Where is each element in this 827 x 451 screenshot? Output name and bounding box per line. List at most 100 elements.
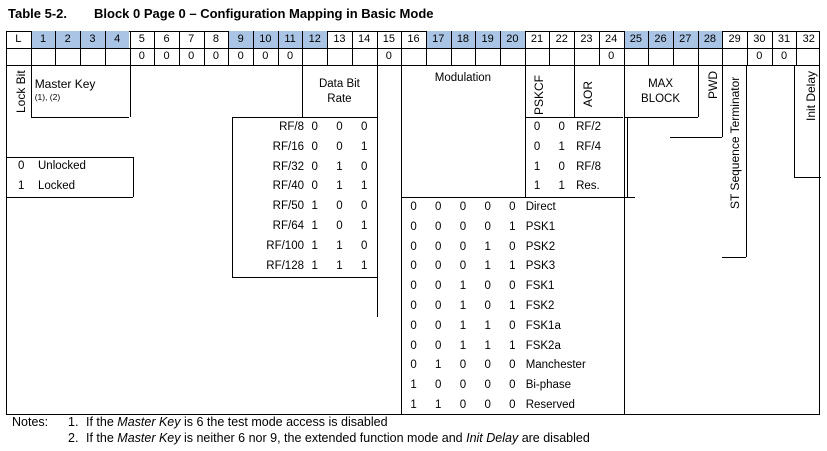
modulation-name: Reserved: [525, 399, 575, 411]
bit-divider: [228, 31, 230, 65]
data-rate-bit: 0: [311, 180, 318, 193]
max-block-label: MAX: [648, 78, 673, 90]
rule: [524, 117, 624, 118]
table-title-text: Block 0 Page 0 – Configuration Mapping i…: [94, 6, 434, 21]
data-rate-bit: 0: [311, 121, 318, 133]
data-rate-bit: 1: [336, 180, 343, 193]
bit-divider: [178, 31, 180, 65]
bit-divider: [623, 31, 625, 65]
data-rate-name: RF/50: [272, 200, 304, 213]
bit-divider: [574, 31, 576, 65]
data-rate-name: RF/64: [272, 220, 304, 232]
master-key-label: Master Key: [34, 77, 96, 91]
modulation-bit: 1: [509, 220, 516, 233]
bit-divider: [154, 31, 156, 65]
modulation-bit: 0: [484, 379, 491, 392]
bit-header-cell: 8: [212, 33, 219, 45]
modulation-bit: 1: [459, 339, 467, 352]
default-value-cell: [624, 48, 649, 65]
data-rate-bit: 0: [336, 121, 343, 133]
modulation-bit: 1: [459, 319, 467, 332]
rule: [129, 65, 131, 117]
modulation-bit: 0: [435, 260, 442, 273]
pwd-label: PWD: [705, 71, 720, 99]
bit-header-cell: L: [15, 33, 22, 45]
default-value-cell: [796, 48, 821, 65]
modulation-bit: 1: [484, 260, 491, 273]
bit-header-cell: 27: [672, 31, 698, 48]
rule: [722, 65, 724, 137]
modulation-bit: 0: [410, 201, 417, 213]
bit-divider: [351, 31, 353, 65]
bit-header-cell: 12: [302, 31, 328, 48]
bit-divider: [80, 31, 82, 65]
bit-header-cell: 17: [425, 31, 451, 48]
master-key-note: (1), (2): [34, 92, 61, 102]
modulation-name: PSK1: [525, 220, 556, 233]
bit-divider: [648, 31, 650, 65]
modulation-bit: 1: [509, 260, 516, 273]
modulation-bit: 1: [410, 379, 417, 392]
rule: [30, 117, 130, 118]
modulation-bit: 0: [435, 319, 442, 332]
data-rate-bit: 0: [360, 200, 368, 213]
bit-header-cell: 19: [475, 31, 500, 48]
modulation-name: FSK1a: [525, 319, 561, 332]
modulation-bit: 0: [435, 300, 442, 312]
note-2-italic-2: Init Delay: [466, 431, 519, 445]
modulation-bit: 0: [484, 201, 491, 213]
default-value-cell: 0: [163, 50, 170, 62]
rule: [524, 65, 526, 197]
bit-divider: [203, 31, 205, 65]
note-1-number: 1.: [68, 415, 79, 429]
modulation-bit: 0: [435, 240, 442, 253]
bit-header-cell: 9: [228, 31, 253, 48]
modulation-bit: 0: [459, 359, 467, 372]
data-rate-bit: 1: [311, 200, 318, 213]
default-value-cell: [698, 48, 723, 65]
bit-divider: [253, 31, 254, 65]
rule: [6, 48, 820, 49]
data-rate-bit: 1: [311, 220, 318, 232]
modulation-name: PSK3: [525, 260, 556, 273]
data-rate-bit: 1: [311, 259, 318, 272]
bit-header-cell: 32: [802, 33, 815, 45]
bit-header-cell: 14: [358, 33, 371, 45]
default-value-cell: 0: [212, 50, 219, 62]
rule: [623, 65, 625, 415]
default-value-cell: [6, 48, 31, 65]
bit-divider: [425, 31, 427, 65]
modulation-bit: 0: [435, 339, 442, 352]
modulation-bit: 1: [509, 300, 516, 312]
data-rate-bit: 0: [360, 160, 368, 173]
modulation-bit: 0: [459, 201, 467, 213]
pskcf-rate: Res.: [576, 180, 600, 193]
default-value-cell: [500, 48, 525, 65]
note-1-text-b: is 6 the test mode access is disabled: [180, 415, 388, 429]
bit-divider: [598, 31, 600, 65]
data-rate-bit: 1: [336, 259, 343, 272]
bit-header-cell: 7: [188, 33, 195, 45]
bit-header-cell: 2: [55, 31, 81, 48]
modulation-bit: 1: [410, 399, 417, 411]
bit-header-cell: 6: [163, 33, 170, 45]
note-1: Notes:1.If the Master Key is 6 the test …: [12, 414, 590, 430]
lock-bit-label: Lock Bit: [14, 70, 28, 113]
default-value-cell: [105, 48, 130, 65]
default-value-cell: [722, 48, 747, 65]
bit-divider: [450, 31, 452, 65]
rule: [302, 65, 304, 117]
data-rate-bit: 0: [336, 200, 343, 213]
bit-header-cell: 16: [407, 33, 420, 45]
bit-header-cell: 11: [277, 31, 303, 48]
modulation-bit: 1: [509, 339, 516, 352]
modulation-bit: 0: [459, 399, 467, 411]
modulation-bit: 0: [459, 379, 467, 392]
bit-divider: [302, 31, 304, 65]
pskcf-rate: RF/2: [576, 121, 602, 133]
bit-header-cell: 24: [605, 33, 618, 45]
pskcf-rate: RF/4: [576, 140, 602, 153]
modulation-name: Manchester: [525, 359, 586, 372]
note-2-italic: Master Key: [117, 431, 181, 445]
modulation-bit: 0: [410, 220, 417, 233]
